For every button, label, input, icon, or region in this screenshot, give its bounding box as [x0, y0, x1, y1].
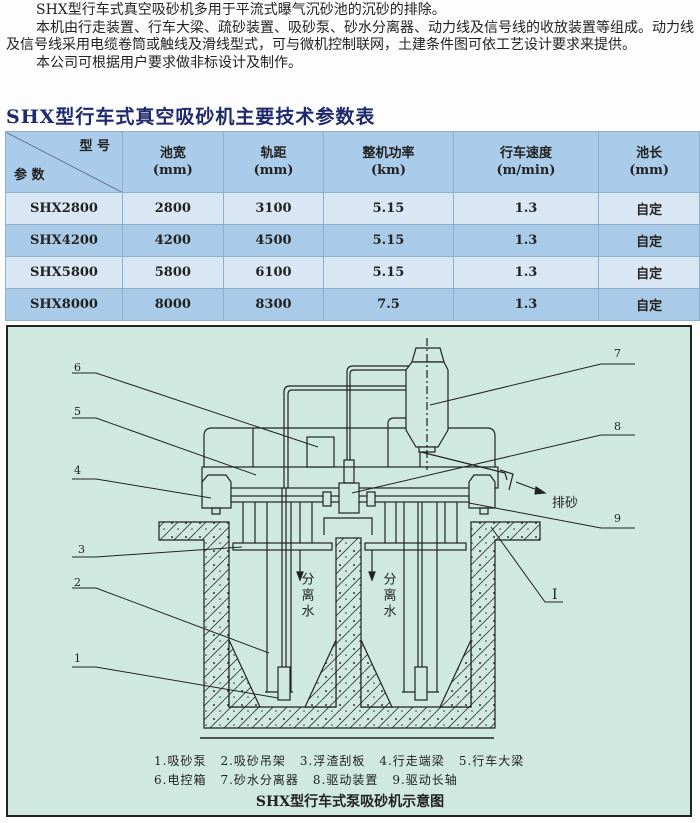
- legend-item: 4.行走端梁: [379, 754, 445, 768]
- value-cell: 5800: [122, 256, 224, 289]
- legend-item: 7.砂水分离器: [220, 773, 299, 787]
- callout-6: 6: [74, 361, 81, 374]
- return-pipe: [346, 365, 410, 460]
- model-cell: SHX2800: [5, 192, 123, 225]
- value-cell: 2800: [122, 192, 224, 225]
- value-cell: 自定: [598, 192, 700, 225]
- discharge-sand-label: 排砂: [552, 496, 578, 511]
- corner-param-label: 参 数: [14, 168, 45, 183]
- corner-model-label: 型 号: [79, 139, 110, 154]
- control-box: [306, 436, 335, 468]
- callout-2: 2: [74, 576, 81, 589]
- callout-1: 1: [74, 652, 81, 665]
- callout-7: 7: [614, 347, 621, 360]
- hanger-rods: [242, 502, 458, 543]
- value-cell: 8000: [122, 288, 224, 321]
- table-title: SHX型行车式真空吸砂机主要技术参数表: [6, 106, 376, 128]
- legend-line-2: 6.电控箱 7.砂水分离器 8.驱动装置 9.驱动长轴: [154, 771, 472, 788]
- hopper-left: [228, 639, 261, 708]
- model-cell: SHX8000: [5, 288, 123, 321]
- discharge-chute: [420, 451, 508, 481]
- intro-paragraph: 本公司可根据用户要求做非标设计及制作。: [36, 54, 302, 71]
- legend-line-1: 1.吸砂泵 2.吸砂吊架 3.浮渣刮板 4.行走端梁 5.行车大梁: [154, 752, 538, 769]
- separated-water-right: 分离水: [381, 572, 397, 620]
- column-header: 池长(mm): [598, 131, 700, 193]
- spec-table: 型 号 参 数 池宽(mm) 轨距(mm) 整机功率(km) 行车速度(m/mi…: [5, 131, 700, 321]
- hopper-mid-left: [304, 639, 337, 708]
- drive-unit: [338, 482, 360, 514]
- end-truck-right: [468, 474, 496, 509]
- model-cell: SHX4200: [5, 224, 123, 257]
- hopper-mid-right: [360, 639, 393, 708]
- legend-item: 2.吸砂吊架: [220, 754, 286, 768]
- value-cell: 1.3: [452, 224, 600, 257]
- value-cell: 自定: [598, 288, 700, 321]
- value-cell: 8300: [222, 288, 325, 321]
- column-header: 行车速度(m/min): [452, 131, 600, 193]
- legend-item: 9.驱动长轴: [392, 773, 458, 787]
- value-cell: 自定: [598, 224, 700, 257]
- value-cell: 1.3: [452, 256, 600, 289]
- value-cell: 1.3: [452, 192, 600, 225]
- diagram-caption: SHX型行车式泵吸砂机示意图: [255, 794, 445, 810]
- column-header: 整机功率(km): [323, 131, 454, 193]
- legend-item: 3.浮渣刮板: [299, 754, 366, 768]
- scraper-right: [364, 542, 467, 551]
- callout-5: 5: [74, 405, 81, 418]
- value-cell: 5.15: [323, 224, 454, 257]
- callout-3: 3: [78, 543, 85, 556]
- suction-frame-left: [265, 488, 293, 701]
- hopper-right: [439, 639, 472, 708]
- legend-item: 1.吸砂泵: [154, 754, 207, 768]
- model-cell: SHX5800: [5, 256, 123, 289]
- pump-left: [277, 666, 291, 701]
- separated-water-left: 分离水: [299, 572, 315, 620]
- callout-labels: 7 6 5 4 3 2 1 8 9 I: [74, 347, 621, 665]
- intro-paragraph: SHX型行车式真空吸砂机多用于平流式曝气沉砂池的沉砂的排除。: [36, 2, 446, 18]
- callout-9: 9: [614, 512, 621, 525]
- end-truck-left: [201, 474, 232, 509]
- sand-water-separator: [405, 338, 449, 470]
- legend-item: 5.行车大梁: [458, 754, 525, 768]
- legend-item: 8.驱动装置: [312, 773, 379, 787]
- corner-header: 型 号 参 数: [5, 131, 123, 193]
- column-header: 轨距(mm): [222, 131, 325, 193]
- suction-frame-right: [402, 502, 439, 701]
- value-cell: 6100: [222, 256, 325, 289]
- suction-pipe: [283, 385, 412, 488]
- concrete-tank: [158, 521, 541, 729]
- intro-text: SHX型行车式真空吸砂机多用于平流式曝气沉砂池的沉砂的排除。 本机由行走装置、行…: [6, 2, 696, 72]
- pump-right: [414, 666, 428, 701]
- callout-8: 8: [614, 420, 621, 433]
- intro-paragraph: 本机由行走装置、行车大梁、疏砂装置、吸砂泵、砂水分离器、动力线及信号线的收放装置…: [6, 19, 694, 54]
- value-cell: 1.3: [452, 288, 600, 321]
- callout-I: I: [552, 587, 558, 603]
- callout-4: 4: [74, 464, 81, 477]
- value-cell: 3100: [222, 192, 325, 225]
- value-cell: 4500: [222, 224, 325, 257]
- value-cell: 5.15: [323, 256, 454, 289]
- value-cell: 7.5: [323, 288, 454, 321]
- value-cell: 自定: [598, 256, 700, 289]
- value-cell: 4200: [122, 224, 224, 257]
- callout-lines: [72, 363, 635, 699]
- legend-item: 6.电控箱: [154, 773, 207, 787]
